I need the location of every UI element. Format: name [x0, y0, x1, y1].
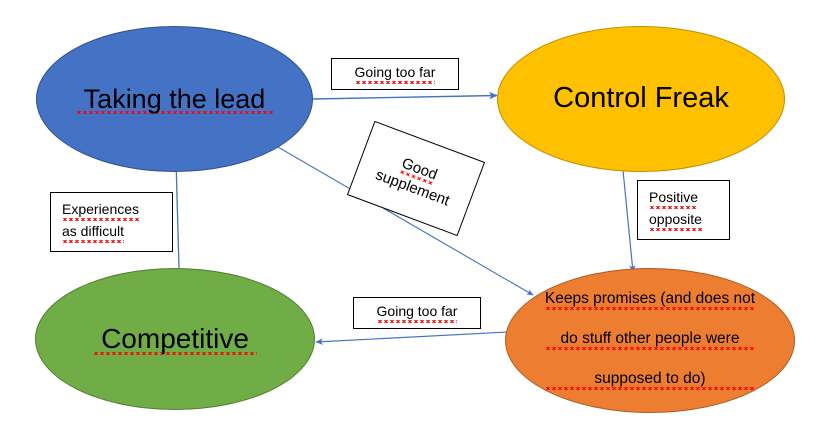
node-keeps-promises-line-1: Keeps promises (and does not: [544, 290, 756, 311]
edge-label-positive-line-2: opposite: [649, 210, 702, 232]
edge-label-going-too-far-top[interactable]: Going too far: [331, 58, 459, 90]
node-competitive-label: Competitive: [93, 321, 257, 357]
edge-label-positive-opposite[interactable]: Positive opposite: [637, 180, 730, 240]
node-taking-the-lead[interactable]: Taking the lead: [36, 26, 313, 172]
edge-control-to-promises[interactable]: [621, 159, 636, 273]
node-taking-the-lead-label: Taking the lead: [76, 82, 274, 116]
edge-label-going-too-far-bottom[interactable]: Going too far: [353, 297, 481, 329]
edge-label-positive-line-1: Positive: [649, 188, 699, 210]
node-control-freak[interactable]: Control Freak: [497, 26, 785, 172]
edge-label-experiences-line-1: Experiences: [62, 200, 140, 222]
edge-label-experiences-line-2: as difficult: [62, 222, 124, 244]
edge-competitive-to-lead[interactable]: [172, 159, 180, 269]
edge-promises-to-competitive[interactable]: [315, 330, 528, 345]
node-keeps-promises-line-3: supposed to do): [544, 369, 756, 391]
edge-label-experiences-as-difficult[interactable]: Experiences as difficult: [50, 192, 173, 252]
edge-label-good-supplement[interactable]: Good supplement: [346, 120, 486, 237]
edge-label-going-too-far-bottom-text: Going too far: [376, 302, 458, 324]
node-keeps-promises-label: Keeps promises (and does not do stuff ot…: [537, 271, 763, 409]
node-keeps-promises-line-2: do stuff other people were: [544, 330, 756, 351]
node-keeps-promises[interactable]: Keeps promises (and does not do stuff ot…: [505, 268, 795, 413]
edge-label-going-too-far-top-text: Going too far: [354, 63, 436, 85]
node-control-freak-label: Control Freak: [553, 82, 729, 115]
edge-lead-to-control[interactable]: [312, 91, 498, 100]
node-competitive[interactable]: Competitive: [35, 268, 315, 410]
